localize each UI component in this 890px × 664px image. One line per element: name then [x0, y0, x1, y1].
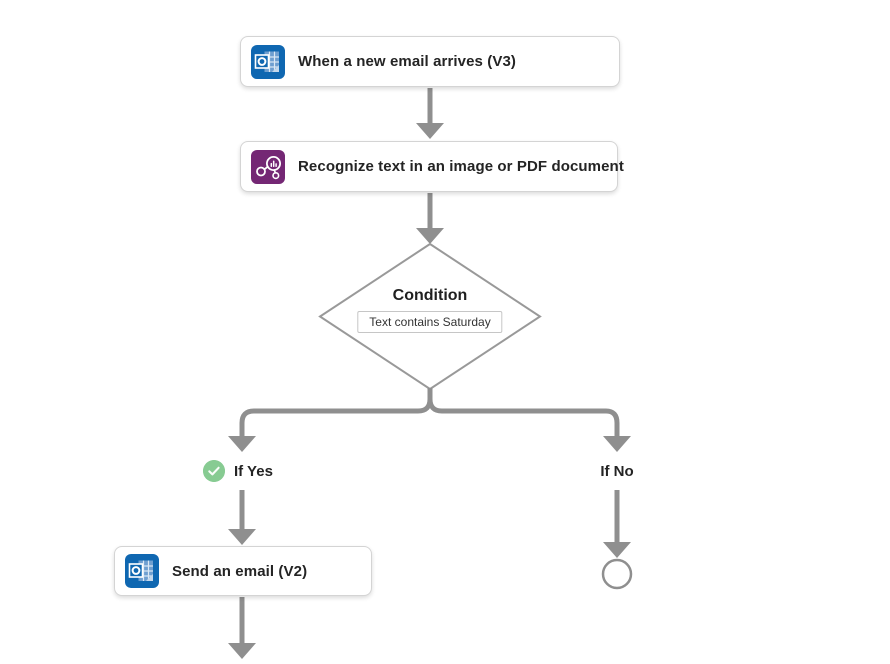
connector-send-to-next — [228, 597, 256, 659]
no-branch-terminal-node[interactable] — [601, 558, 633, 590]
ai-builder-icon — [251, 149, 285, 184]
arrowhead-icon — [228, 643, 256, 659]
trigger-card-when-new-email-arrives[interactable]: When a new email arrives (V3) — [240, 36, 620, 87]
connector-trigger-to-ocr — [416, 88, 444, 139]
trigger-card-label: When a new email arrives (V3) — [298, 53, 516, 70]
condition-diamond[interactable] — [318, 242, 542, 391]
arrowhead-icon — [416, 123, 444, 139]
no-branch-label: If No — [600, 463, 634, 480]
connector-yes-to-send — [228, 490, 256, 545]
outlook-icon — [251, 44, 285, 79]
connector-condition-fork — [228, 388, 631, 452]
send-email-card-label: Send an email (V2) — [172, 562, 308, 580]
action-card-send-email[interactable]: Send an email (V2) — [114, 546, 372, 596]
arrowhead-icon — [603, 436, 631, 452]
check-circle-icon — [203, 460, 225, 482]
arrowhead-icon — [228, 436, 256, 452]
yes-branch-label: If Yes — [234, 462, 273, 480]
action-card-recognize-text[interactable]: Recognize text in an image or PDF docume… — [240, 141, 624, 192]
yes-branch-label-group: If Yes — [203, 460, 273, 482]
arrowhead-icon — [228, 529, 256, 545]
action-card-label: Recognize text in an image or PDF docume… — [298, 158, 624, 175]
outlook-icon — [125, 554, 159, 588]
connector-ocr-to-condition — [416, 193, 444, 244]
connector-no-to-terminal — [603, 490, 631, 558]
arrowhead-icon — [416, 228, 444, 244]
arrowhead-icon — [603, 542, 631, 558]
